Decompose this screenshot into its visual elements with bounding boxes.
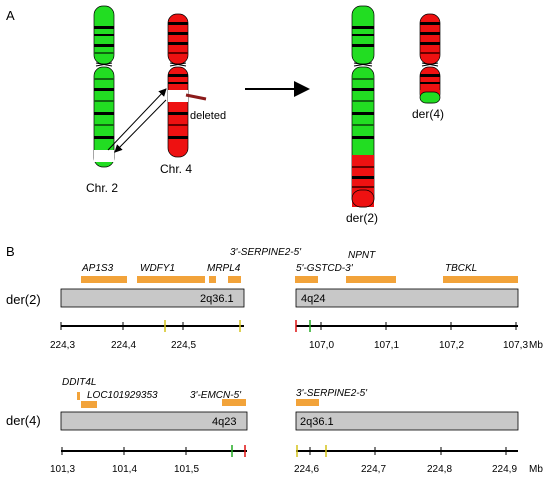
chr4-chromosome [167,13,189,158]
der4-chromosome [419,13,441,104]
tick-label: 107,2 [439,340,464,351]
tick-label: 224,4 [111,340,136,351]
gene-label-serpine2-top: 3'-SERPINE2-5' [230,247,302,258]
gene-label-loc101929353: LOC101929353 [87,390,158,401]
tick-label: 224,5 [171,340,196,351]
chr2-label: Chr. 2 [86,181,118,195]
gene-bar-wdfy1 [137,276,205,283]
row-label-der2: der(2) [6,292,41,307]
der2-chromosome [351,5,375,208]
band-label-der2-left: 2q36.1 [200,293,234,305]
gene-label-wdfy1: WDFY1 [140,263,175,274]
tick-label: 224,8 [427,464,452,475]
panel-b-label: B [6,244,15,259]
gene-bar-mrpl4 [209,276,216,283]
axis-der4-right [296,445,518,457]
gene-label-emcn: 3'-EMCN-5' [190,390,242,401]
tick-label: 224,7 [361,464,386,475]
segment-bar-der4-left [60,411,248,431]
axis-der2-right [295,320,518,332]
deleted-bar [185,93,207,101]
deleted-label: deleted [190,110,226,122]
tick-label: 224,9 [492,464,517,475]
gene-bar-tbckl [443,276,518,283]
tick-label: 101,4 [112,464,137,475]
axis-der4-left [61,445,247,457]
tick-label: 224,6 [294,464,319,475]
gene-label-ddit4l: DDIT4L [62,377,96,388]
segment-bar-der4-right [295,411,519,431]
gene-label-serpine2: 3'-SERPINE2-5' [296,388,368,399]
gene-label-npnt: NPNT [348,250,376,261]
gene-bar-npnt [346,276,396,283]
segment-bar-der2-left [60,288,245,308]
gene-bar-ddit4l [77,392,80,400]
tick-label: 107,3 [503,340,528,351]
gene-bar-gstcd [295,276,318,283]
gene-bar-loc101929353 [81,401,97,408]
exchange-arrow-to-chr4 [107,88,167,151]
tick-label: 101,5 [174,464,199,475]
gene-label-ap1s3: AP1S3 [81,263,114,274]
unit-label: Mb [529,464,543,475]
panel-a-label: A [6,8,15,23]
tick-label: 107,1 [374,340,399,351]
gene-bar-ap1s3 [81,276,127,283]
tick-label: 107,0 [309,340,334,351]
gene-bar-mrpl4b [228,276,241,283]
tick-label: 224,3 [50,340,75,351]
gene-label-tbckl: TBCKL [445,263,477,274]
exchange-arrow-to-chr2 [114,99,167,153]
gene-label-gstcd: 5'-GSTCD-3' [296,263,354,274]
band-label-der2-right: 4q24 [301,293,325,305]
der4-label: der(4) [412,107,444,121]
der2-label: der(2) [346,211,378,225]
tick-label: 101,3 [50,464,75,475]
chr2-chromosome [93,5,115,168]
gene-bar-emcn [222,399,246,406]
band-label-der4-right: 2q36.1 [300,416,334,428]
chr4-label: Chr. 4 [160,162,192,176]
axis-der2-left [60,320,244,332]
band-label-der4-left: 4q23 [212,416,236,428]
unit-label: Mb [529,340,543,351]
gene-bar-serpine2 [296,399,319,406]
segment-bar-der2-right [295,288,519,308]
row-label-der4: der(4) [6,413,41,428]
gene-label-mrpl4: MRPL4 [207,263,241,274]
